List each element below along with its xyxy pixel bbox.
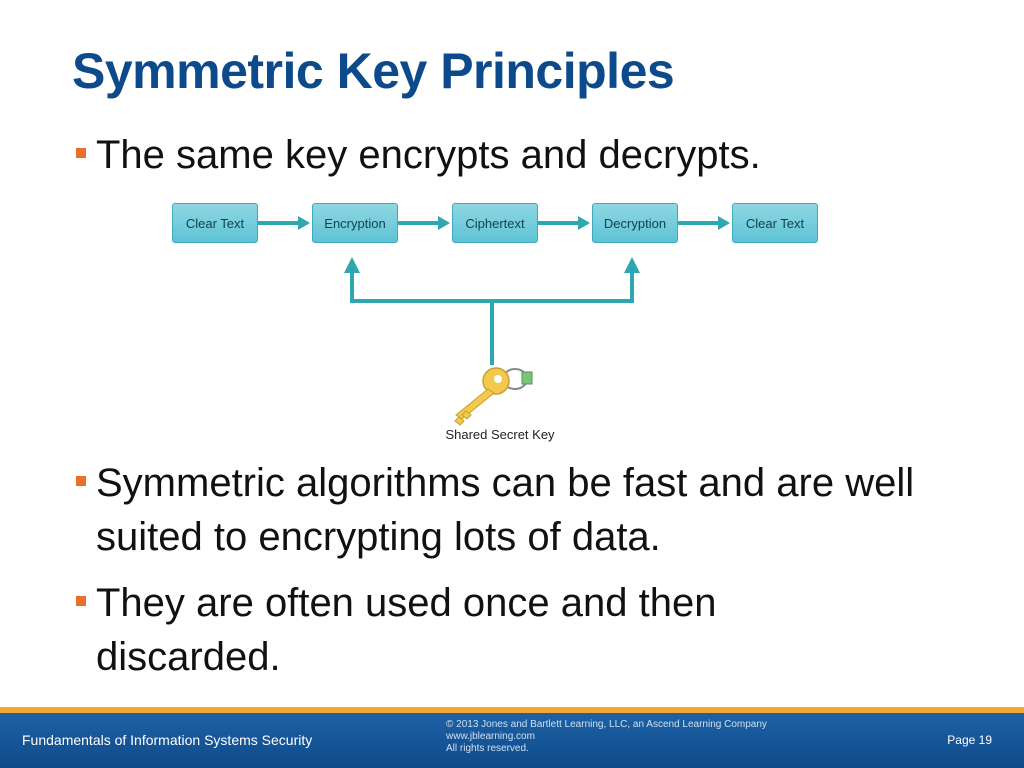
- footer-course-title: Fundamentals of Information Systems Secu…: [22, 732, 313, 748]
- bullet-item: The same key encrypts and decrypts.: [76, 128, 956, 182]
- key-arrow-head-encryption: [344, 257, 360, 273]
- symmetric-key-diagram: Clear Text Encryption Ciphertext Decrypt…: [160, 195, 840, 455]
- website-line: www.jblearning.com: [446, 731, 535, 742]
- flow-arrow-head: [718, 216, 730, 230]
- key-line: [350, 273, 634, 303]
- footer-bar: [0, 707, 1024, 768]
- footer-accent-stripe: [0, 707, 1024, 713]
- bullet-text: The same key encrypts and decrypts.: [96, 133, 761, 177]
- flow-box-decryption: Decryption: [592, 203, 678, 243]
- bullet-square-icon: [76, 476, 86, 486]
- flow-box-encryption: Encryption: [312, 203, 398, 243]
- flow-arrow-head: [578, 216, 590, 230]
- copyright-line: © 2013 Jones and Bartlett Learning, LLC,…: [446, 719, 767, 730]
- page-number: Page 19: [947, 733, 992, 747]
- bullet-text: Symmetric algorithms can be fast and are…: [96, 461, 915, 559]
- rights-line: All rights reserved.: [446, 743, 529, 754]
- bullet-item: Symmetric algorithms can be fast and are…: [76, 456, 956, 564]
- flow-arrow-head: [298, 216, 310, 230]
- flow-box-ciphertext: Ciphertext: [452, 203, 538, 243]
- shared-secret-key-label: Shared Secret Key: [445, 427, 555, 442]
- bullet-text: They are often used once and then discar…: [96, 581, 717, 679]
- key-arrow-head-decryption: [624, 257, 640, 273]
- flow-box-clear-text: Clear Text: [172, 203, 258, 243]
- key-icon: [454, 367, 533, 426]
- bullet-item: They are often used once and then discar…: [76, 576, 816, 684]
- footer-copyright: © 2013 Jones and Bartlett Learning, LLC,…: [446, 719, 767, 755]
- slide-title: Symmetric Key Principles: [72, 43, 675, 99]
- flow-arrow-head: [438, 216, 450, 230]
- bullet-square-icon: [76, 148, 86, 158]
- flow-box-clear-text-output: Clear Text: [732, 203, 818, 243]
- diagram-connectors: [258, 216, 730, 426]
- bullet-square-icon: [76, 596, 86, 606]
